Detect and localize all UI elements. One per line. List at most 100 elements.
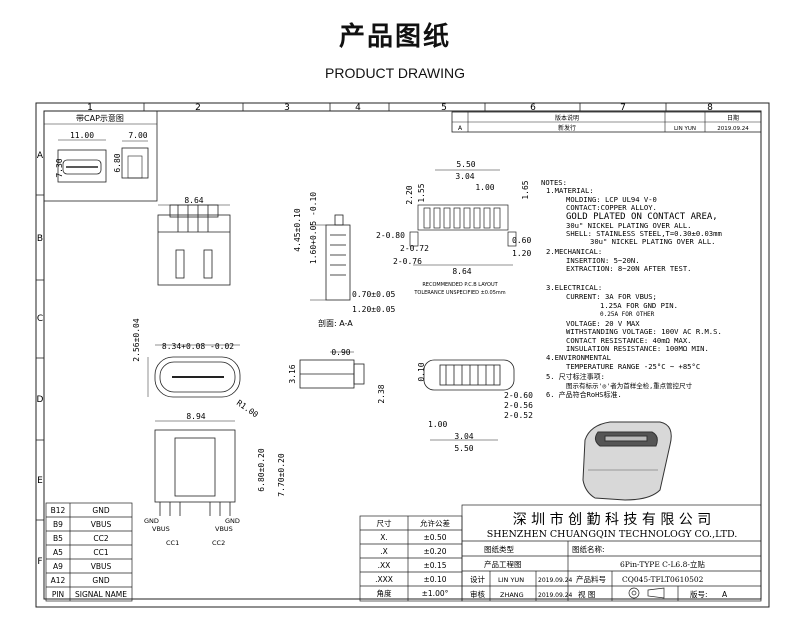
tolerance-key: .XXX [375, 575, 393, 584]
project-label: 产品工程图 [484, 559, 522, 569]
note-line: 2.MECHANICAL: [546, 247, 602, 256]
note-line: WITHSTANDING VOLTAGE: 100V AC R.M.S. [566, 327, 722, 336]
dim-front-height: 2.56±0.04 [132, 318, 141, 362]
pin-label-gnd-right: GND [225, 517, 240, 525]
dim-bottom-5-50: 5.50 [454, 444, 473, 453]
design-date: 2019.09.24 [538, 577, 573, 584]
connector-3d-render [582, 421, 672, 501]
note-line: EXTRACTION: 8~20N AFTER TEST. [566, 264, 692, 273]
company-name-en: SHENZHEN CHUANGQIN TECHNOLOGY CO.,LTD. [487, 529, 738, 540]
cap-diagram: 带CAP示意图 11.00 7.30 7.00 6.80 [43, 110, 158, 202]
dim-vertical-width: 8.94 [186, 412, 205, 421]
part-number-label: 产品料号 [576, 574, 606, 584]
revision-value: A [722, 590, 728, 599]
dim-pcb-1-65: 1.65 [521, 180, 530, 199]
tolerance-key: X. [380, 533, 388, 542]
dim-vertical-7-70: 7.70±0.20 [277, 453, 286, 497]
pin-number: PIN [52, 590, 64, 599]
pin-signal: GND [92, 506, 109, 515]
row-label: E [37, 476, 43, 486]
pin-label-vbus-right: VBUS [215, 525, 233, 533]
drawing-name-label: 图纸名称: [572, 544, 605, 554]
note-line: CONTACT:COPPER ALLOY. [566, 203, 657, 212]
tolerance-value: ±1.00° [422, 589, 449, 598]
col-label: 4 [355, 103, 361, 113]
dim-pcb-0-76: 2-0.76 [393, 257, 422, 266]
row-label: F [37, 557, 42, 567]
designer-name: LIN YUN [498, 576, 524, 584]
note-line: 图示有标示'◎'者为首样全检,重点管控尺寸 [566, 381, 693, 390]
pin-signal: VBUS [91, 520, 112, 529]
section-view [310, 214, 351, 301]
col-label: 8 [707, 103, 713, 113]
note-line: 30u" NICKEL PLATING OVER ALL. [566, 221, 692, 230]
side-view [299, 351, 365, 389]
company-name-cn: 深 圳 市 创 勤 科 技 有 限 公 司 [513, 511, 712, 528]
pin-number: B5 [53, 534, 63, 543]
cap-title: 带CAP示意图 [76, 113, 124, 123]
revision-table: 版本说明 日期 A 新发行 LIN YUN 2019.09.24 [451, 111, 762, 133]
dim-front-radius: R1.00 [235, 398, 260, 419]
pin-callouts: GND VBUS CC1 CC2 GND VBUS [144, 517, 240, 547]
col-label: 5 [441, 103, 447, 113]
note-line: 5. 尺寸标注事项: [546, 372, 605, 381]
dim-side-3-16: 3.16 [288, 364, 297, 383]
dim-pcb-3-04: 3.04 [455, 172, 474, 181]
col-label: 1 [87, 103, 93, 113]
dim-cap-side-width: 7.00 [128, 131, 147, 140]
note-line: 30u" NICKEL PLATING OVER ALL. [590, 237, 716, 246]
design-label: 设计 [470, 574, 485, 584]
front-view [147, 344, 241, 398]
col-label: 7 [620, 103, 626, 113]
dim-cap-side-height: 6.80 [113, 153, 122, 172]
pin-number: B12 [51, 506, 66, 515]
dim-section-height: 4.45±0.10 [293, 208, 302, 252]
tolerance-key: .X [380, 547, 388, 556]
dim-pcb-5-50: 5.50 [456, 160, 475, 169]
note-line: CONTACT RESISTANCE: 40mΩ MAX. [566, 336, 692, 345]
title-block [461, 504, 762, 602]
dim-bottom-0-60: 2-0.60 [504, 391, 533, 400]
col-label: 2 [195, 103, 201, 113]
pin-signal: CC1 [93, 548, 108, 557]
dim-side-0-90: 0.90 [331, 348, 350, 357]
pin-signal: CC2 [93, 534, 108, 543]
vertical-view [154, 420, 236, 516]
bottom-view [423, 359, 515, 441]
note-line: 6. 产品符合RoHS标准. [546, 390, 622, 399]
note-line: 0.25A FOR OTHER [600, 311, 655, 318]
revision-by: LIN YUN [674, 126, 696, 132]
revision-desc: 新发行 [558, 124, 576, 132]
part-number-value: CQ045-TFLT0610502 [622, 575, 704, 584]
reviewer-name: ZHANG [500, 591, 524, 599]
dim-vertical-6-80: 6.80±0.20 [257, 448, 266, 492]
dim-cap-width: 11.00 [70, 131, 94, 140]
drawing-name-value: 6Pin-TYPE C-L6.8-立贴 [620, 559, 705, 569]
tolerance-table [359, 515, 463, 602]
pcb-layout [409, 169, 517, 266]
inner-frame [43, 110, 762, 600]
dim-section-0-70: 0.70±0.05 [352, 290, 396, 299]
dim-pcb-8-64: 8.64 [452, 267, 471, 276]
col-label: 6 [530, 103, 536, 113]
pcb-note-tolerance: TOLERANCE UNSPECIFIED ±0.05mm [413, 290, 505, 296]
dim-bottom-1-00: 1.00 [428, 420, 447, 429]
dim-bottom-0-10: 0.10 [417, 362, 426, 381]
pin-signal: SIGNAL NAME [75, 590, 127, 599]
section-label: 剖面: A-A [318, 318, 353, 328]
page-subtitle: PRODUCT DRAWING [325, 65, 465, 81]
pin-label-gnd-left: GND [144, 517, 159, 525]
tolerance-key: 角度 [377, 588, 392, 598]
revision-date: 2019.09.24 [717, 126, 749, 132]
pin-label-vbus-left: VBUS [152, 525, 170, 533]
pin-signal: VBUS [91, 562, 112, 571]
note-line: SHELL: STAINLESS STEEL,T=0.30±0.03mm [566, 229, 722, 238]
pin-number: B9 [53, 520, 63, 529]
note-line: GOLD PLATED ON CONTACT AREA, [566, 212, 718, 222]
note-line: TEMPERATURE RANGE -25°C ~ +85°C [566, 362, 700, 371]
tolerance-value: ±0.15 [424, 561, 447, 570]
note-line: 1.MATERIAL: [546, 186, 594, 195]
dim-pcb-1-20: 1.20 [512, 249, 531, 258]
dim-side-2-38: 2.38 [377, 384, 386, 403]
row-label: C [37, 314, 43, 324]
